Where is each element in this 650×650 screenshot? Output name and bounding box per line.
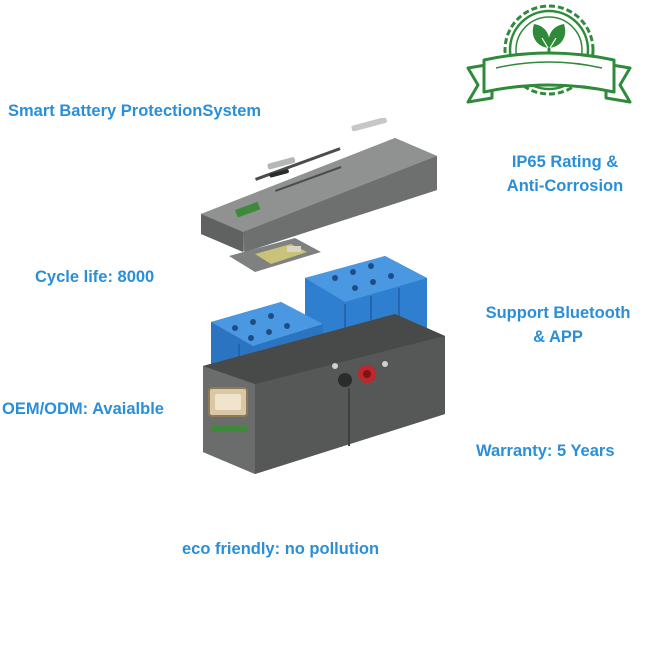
feature-bluetooth-line2: & APP bbox=[533, 328, 583, 346]
feature-warranty-text: Warranty: 5 Years bbox=[476, 442, 615, 460]
feature-ip65-line1: IP65 Rating & bbox=[511, 153, 619, 171]
feature-ip65-line2: Anti-Corrosion bbox=[506, 177, 624, 195]
feature-eco-friendly-text: eco friendly: no pollution bbox=[182, 540, 380, 558]
top-cover bbox=[201, 138, 437, 252]
feature-bms: Smart Battery ProtectionSystem bbox=[8, 99, 261, 123]
feature-cycle-life-text: Cycle life: 8000 bbox=[35, 268, 155, 286]
feature-cycle-life: Cycle life: 8000 bbox=[35, 265, 154, 289]
feature-oem: OEM/ODM: Avaialble bbox=[2, 397, 164, 421]
bms-board bbox=[229, 238, 321, 272]
feature-bluetooth-line1: Support Bluetooth bbox=[485, 304, 631, 322]
feature-bluetooth: Support Bluetooth & APP bbox=[474, 301, 642, 349]
battery-pack-illustration bbox=[201, 118, 445, 474]
feature-ip65: IP65 Rating & Anti-Corrosion bbox=[497, 150, 633, 198]
feature-bms-text: Smart Battery ProtectionSystem bbox=[8, 102, 262, 120]
terminal-connectors bbox=[267, 118, 387, 178]
eco-leaf-badge-icon bbox=[466, 4, 632, 104]
feature-warranty: Warranty: 5 Years bbox=[476, 439, 615, 463]
bottom-case bbox=[203, 314, 445, 474]
feature-eco-friendly: eco friendly: no pollution bbox=[182, 537, 379, 561]
feature-oem-text: OEM/ODM: Avaialble bbox=[2, 400, 164, 418]
